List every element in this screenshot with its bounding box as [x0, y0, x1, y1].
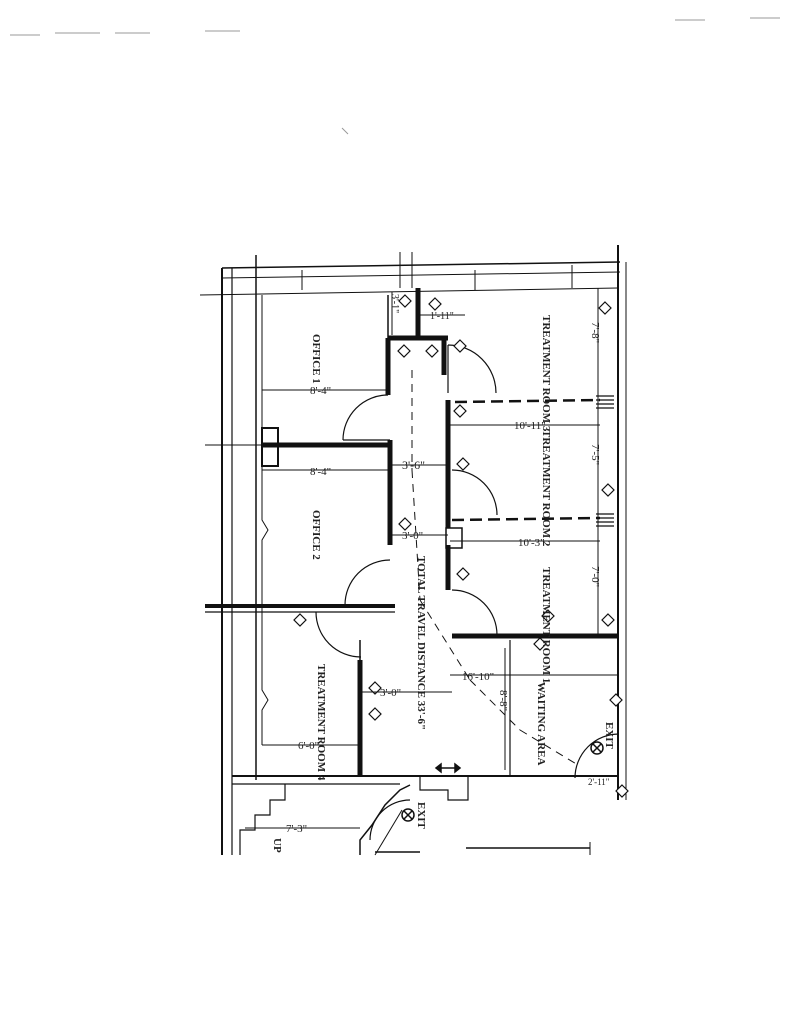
dimension-3-1: 3'-1"	[389, 294, 400, 313]
dimension-16-10: 16'-10"	[462, 671, 494, 683]
room-label-treatment-2: TREATMENT ROOM 2	[540, 430, 552, 547]
stair-up-label: UP	[271, 838, 283, 853]
dashed-partitions-thin	[411, 370, 579, 766]
dimension-7-5: 7'-5"	[589, 444, 601, 465]
dimension-3-0: 3'-0"	[402, 530, 423, 542]
dimension-2-11: 2'-11"	[588, 777, 610, 787]
dashed-partitions	[451, 398, 601, 522]
dimension-labels: 7'-8" 7'-5" 7'-0" 10'-11" 10'-3" 8'-4" 8…	[286, 294, 610, 835]
exit-icon	[590, 741, 604, 755]
travel-distance-label: TOTAL TRAVEL DISTANCE 33'-6"	[415, 556, 427, 730]
room-labels: TREATMENT ROOM 3 TREATMENT ROOM 2 TREATM…	[271, 315, 615, 853]
dimension-1-11: 1'-11"	[430, 311, 454, 322]
double-arrow-icon	[434, 762, 462, 774]
room-label-office-1: OFFICE 1	[310, 334, 322, 384]
room-label-waiting-area: WAITING AREA	[535, 682, 547, 765]
exit-icon	[401, 808, 415, 822]
dimension-8-4-office-2: 8'-4"	[310, 466, 331, 478]
room-label-office-2: OFFICE 2	[310, 510, 322, 560]
dimension-lines	[245, 288, 618, 829]
dimension-7-0: 7'-0"	[589, 566, 601, 587]
exit-label-main: EXIT	[603, 722, 615, 750]
dimension-3-6: 3'-6"	[402, 458, 425, 472]
dimension-6-0: 6'-0"	[298, 740, 319, 752]
window-hatches	[596, 395, 614, 527]
interior-walls	[205, 288, 618, 776]
fixture-markers	[293, 294, 629, 798]
dimension-10-11: 10'-11"	[514, 420, 546, 432]
dimension-8-8: 8'-8"	[497, 690, 509, 711]
outer-walls	[199, 245, 627, 856]
exit-label-lower: EXIT	[415, 802, 427, 830]
dimension-7-3: 7'-3"	[286, 823, 307, 835]
scan-artifacts	[10, 17, 780, 135]
room-label-treatment-3: TREATMENT ROOM 3	[540, 315, 552, 432]
dimension-8-4-office-1: 8'-4"	[310, 385, 331, 397]
room-label-treatment-1: TREATMENT ROOM 1	[540, 567, 552, 683]
dimension-10-3: 10'-3"	[518, 537, 545, 549]
dimension-3-0-lower: 3'-0"	[380, 687, 401, 699]
room-label-treatment-4: TREATMENT ROOM 4	[315, 664, 327, 781]
dimension-7-8: 7'-8"	[589, 322, 601, 343]
